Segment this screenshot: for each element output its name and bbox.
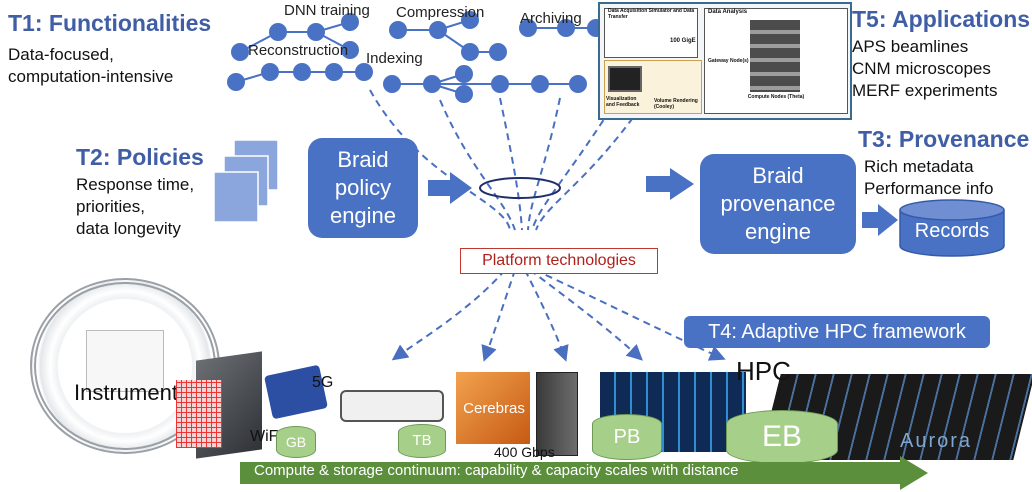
label-wifi: WiFi xyxy=(250,428,282,445)
label-400gbps: 400 Gbps xyxy=(494,444,555,460)
braid-policy-engine: Braid policy engine xyxy=(308,138,418,238)
wf-reconstruction: Reconstruction xyxy=(248,42,349,59)
t5-line-3: MERF experiments xyxy=(852,81,998,100)
tier-tb-label: TB xyxy=(412,432,432,449)
continuum-arrow xyxy=(240,456,928,490)
synchrotron-key xyxy=(86,330,164,392)
t2-line-1: Response time, xyxy=(76,175,195,194)
inset-compute-label: Compute Nodes (Theta) xyxy=(747,94,805,100)
server-blade-image xyxy=(536,372,578,456)
inset-vis-label: Visualization and Feedback xyxy=(606,96,640,108)
hpc-label: HPC xyxy=(736,356,791,386)
tier-pb-label: PB xyxy=(613,426,641,448)
inset-gige-label: 100 GigE xyxy=(670,38,696,44)
sensor-board-image xyxy=(340,390,444,422)
t5-title: T5: Applications xyxy=(852,6,1031,32)
aurora-label: Aurora xyxy=(900,430,973,452)
t3-line-1: Rich metadata xyxy=(864,157,974,176)
t4-adaptive-hpc: T4: Adaptive HPC framework xyxy=(684,316,990,348)
wf-compression: Compression xyxy=(396,4,485,21)
cerebras-label: Cerebras xyxy=(463,400,525,417)
tier-pb: PB xyxy=(592,414,662,460)
provenance-engine-line-3: engine xyxy=(744,219,812,244)
tier-eb: EB xyxy=(726,410,838,464)
t3-line-2: Performance info xyxy=(864,179,994,198)
inset-analysis-label: Data Analysis xyxy=(708,9,748,15)
platform-technologies: Platform technologies xyxy=(460,248,658,274)
continuum-label: Compute & storage continuum: capability … xyxy=(254,462,739,479)
t1-line-1: Data-focused, xyxy=(8,45,114,64)
t3-title: T3: Provenance xyxy=(858,126,1030,152)
tier-eb-label: EB xyxy=(761,420,803,453)
t5-line-1: APS beamlines xyxy=(852,37,969,56)
detector-grid xyxy=(176,380,222,448)
t2-line-2: priorities, xyxy=(76,197,145,216)
instruments-label: Instruments xyxy=(74,380,189,405)
t1-line-2: computation-intensive xyxy=(8,67,174,86)
inset-acquisition-panel xyxy=(604,8,698,58)
tier-gb-label: GB xyxy=(285,434,307,450)
braid-provenance-engine: Braid provenance engine xyxy=(700,154,856,254)
t2-title: T2: Policies xyxy=(76,144,204,170)
inset-compute-block xyxy=(750,20,800,92)
inset-workflow-figure: Data Acquisition Simulator and Data Tran… xyxy=(598,2,852,120)
wf-archiving: Archiving xyxy=(520,10,582,27)
inset-monitor xyxy=(608,66,642,92)
t1-title: T1: Functionalities xyxy=(8,10,212,36)
records-label: Records xyxy=(914,220,990,242)
cerebras-chip-image xyxy=(456,372,530,444)
label-5g: 5G xyxy=(312,374,334,391)
policy-engine-line-2: policy xyxy=(334,175,392,200)
tier-tb: TB xyxy=(398,424,446,458)
t5-line-2: CNM microscopes xyxy=(852,59,991,78)
tier-gb: GB xyxy=(276,426,316,458)
inset-acq-label: Data Acquisition Simulator and Data Tran… xyxy=(608,8,695,20)
records-cylinder xyxy=(899,199,1005,257)
inset-rendering-label: Volume Rendering (Cooley) xyxy=(654,98,698,110)
provenance-engine-line-1: Braid xyxy=(752,163,804,188)
t2-line-3: data longevity xyxy=(76,219,181,238)
inset-gateway-label: Gateway Node(s) xyxy=(708,58,749,64)
policy-engine-line-1: Braid xyxy=(337,147,389,172)
wf-indexing: Indexing xyxy=(366,50,423,67)
provenance-engine-line-2: provenance xyxy=(720,191,836,216)
policy-engine-line-3: engine xyxy=(329,203,397,228)
wf-dnn-training: DNN training xyxy=(284,2,370,19)
